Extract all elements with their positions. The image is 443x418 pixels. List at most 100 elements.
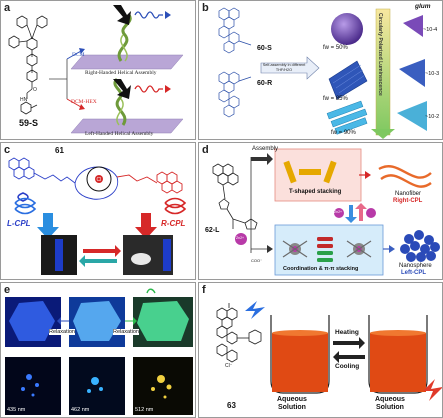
aqueous-label-2: Aqueous Solution — [375, 396, 405, 411]
light-arrow-top — [113, 5, 131, 25]
zn-label-left: Zn2+ — [236, 236, 245, 240]
panel-b: b 60-S 60-R Self-assembly in different T… — [198, 0, 443, 140]
molecule-63 — [216, 303, 262, 363]
emission-photo-3 — [133, 357, 193, 415]
molecule-62l — [212, 163, 258, 230]
glum-header: glum — [415, 3, 431, 10]
t-stacking-motif — [283, 160, 337, 184]
wavelength-1: 435 nm — [7, 407, 26, 413]
cooling-label: Cooling — [335, 363, 360, 370]
panel-f-graphic — [216, 301, 442, 401]
panel-d: d Assembly T-shaped stacking Nanofiber R… — [198, 142, 443, 280]
left-handed-caption: Left-Handed Helical Assembly — [85, 131, 154, 137]
molecule-60r — [218, 71, 252, 118]
nanosphere-cluster — [400, 230, 440, 262]
heating-arrow — [333, 337, 365, 349]
panel-e-label: e — [4, 284, 11, 296]
panel-c-graphic: Cl — [8, 157, 187, 275]
self-assembly-arrow — [260, 56, 320, 80]
svg-text:Cl: Cl — [97, 177, 102, 183]
panel-c: Cl c 61 L-CPL R-CPL — [0, 142, 196, 280]
compound-61: 61 — [55, 146, 64, 155]
fw-85: fw = 85% — [323, 96, 348, 102]
left-helix — [113, 77, 127, 126]
cone-large — [397, 101, 427, 131]
r-cpl-label: R-CPL — [161, 219, 186, 228]
cooling-arrow — [333, 351, 365, 363]
helix-90 — [326, 100, 368, 135]
l-cpl-label: L-CPL — [7, 219, 31, 228]
coordination-motif — [282, 237, 372, 262]
light-arrow-bottom — [113, 79, 131, 99]
cone-mid — [399, 59, 425, 87]
lightning-red — [423, 379, 442, 401]
solvent-dcm: DCM — [72, 52, 85, 58]
right-cpl-label: Right-CPL — [393, 198, 423, 204]
zn-ion-mid — [334, 208, 344, 218]
beaker-left — [270, 315, 330, 394]
wavelength-3: 512 nm — [135, 407, 154, 413]
nanofiber-label: Nanofiber — [395, 191, 422, 197]
solvent-dcm-hex: DCM-HEX — [71, 99, 97, 105]
glum-value-3: ~10-2 — [425, 114, 440, 120]
red-down-arrow — [135, 213, 157, 239]
red-cpl-wave — [134, 85, 163, 93]
molecule-59s — [8, 15, 48, 115]
panel-b-label: b — [202, 2, 209, 14]
emission-photo-2 — [69, 357, 125, 415]
self-assembly-text: Self-assembly in different THF/H2O — [262, 63, 306, 72]
nanosphere-50 — [331, 13, 363, 45]
panel-a-graphic: O HN — [8, 5, 184, 134]
wavelength-2: 462 nm — [71, 407, 90, 413]
panel-f: f 63 Cl⁻ Heating Cooling Aqueous Solutio… — [198, 282, 443, 418]
panel-d-label: d — [202, 144, 209, 156]
panel-e: e Relaxation Relaxation 435 nm 462 nm 51… — [0, 282, 196, 418]
coo-label: COO⁻ — [251, 258, 263, 263]
panel-a: O HN a Right-Handed — [0, 0, 196, 140]
compound-60s: 60-S — [257, 45, 272, 52]
blue-cpl-wave — [134, 11, 163, 19]
exchange-arrow-right — [83, 245, 121, 257]
t-stacking-label: T-shaped stacking — [289, 189, 342, 195]
compound-59s: 59-S — [19, 118, 39, 128]
compound-62l: 62-L — [205, 227, 220, 234]
nanofiber-graphic — [378, 165, 432, 188]
cone-small — [403, 15, 423, 37]
left-cpl-label: Left-CPL — [401, 270, 426, 276]
blue-down-arrow — [37, 213, 59, 239]
panel-d-graphic — [212, 148, 440, 276]
glum-value-1: ~10-4 — [423, 27, 438, 33]
beaker-right — [368, 315, 428, 394]
panel-f-label: f — [202, 284, 206, 296]
panel-c-label: c — [4, 144, 11, 156]
blue-spiral — [14, 197, 37, 215]
zn-ion-left — [235, 233, 247, 245]
lightning-blue — [245, 301, 265, 319]
svg-text:HN: HN — [20, 97, 28, 103]
top-platform — [70, 54, 184, 70]
ring-arrow — [86, 166, 112, 192]
relaxation-2: Relaxation — [113, 329, 139, 335]
compound-63: 63 — [227, 401, 236, 410]
grind-icon — [146, 288, 156, 294]
assembly-label: Assembly — [252, 146, 279, 152]
cpl-label: Circularly Polarized Luminescence — [377, 13, 383, 96]
relaxation-1: Relaxation — [49, 329, 75, 335]
chloride-label: Cl⁻ — [225, 363, 233, 369]
red-spiral — [164, 197, 187, 215]
heating-label: Heating — [335, 329, 359, 336]
zn-label-mid: Zn2+ — [334, 210, 343, 214]
right-handed-caption: Right-Handed Helical Assembly — [85, 70, 157, 76]
emission-photo-1 — [5, 357, 61, 415]
aqueous-label-1: Aqueous Solution — [277, 396, 307, 411]
panel-b-graphic — [218, 7, 427, 139]
coordination-label: Coordination & π-π stacking — [283, 266, 359, 272]
pyrene-blue — [8, 157, 76, 184]
exchange-arrow-left — [79, 255, 117, 267]
fw-90: fw = 90% — [331, 130, 356, 136]
svg-text:O: O — [33, 87, 37, 93]
compound-60r: 60-R — [257, 80, 273, 87]
nanosphere-label: Nanosphere — [399, 263, 432, 269]
glum-value-2: ~10-3 — [425, 71, 440, 77]
